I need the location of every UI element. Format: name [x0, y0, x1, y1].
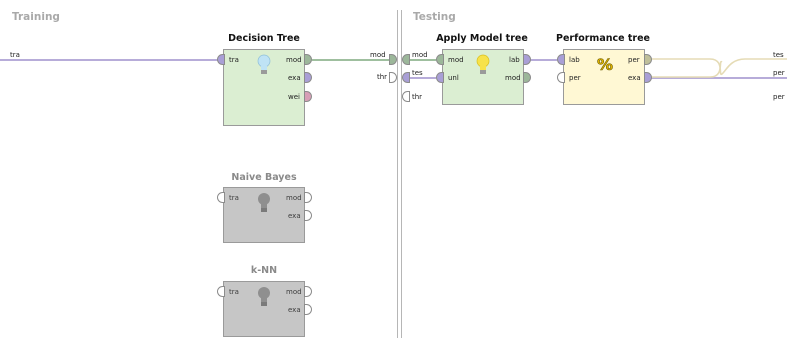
testing-input-mod-label: mod [412, 51, 428, 59]
testing-input-thr-label: thr [412, 93, 423, 101]
naive-bayes-title[interactable]: Naive Bayes [231, 172, 297, 183]
testing-input-tes-label: tes [412, 69, 423, 77]
svg-text:%: % [597, 55, 613, 74]
performance-operator[interactable]: % lab per per exa [563, 49, 645, 105]
performance-in-lab-port[interactable] [557, 54, 565, 65]
performance-title[interactable]: Performance tree [555, 33, 650, 44]
performance-out-per-label: per [628, 56, 640, 64]
performance-in-per-label: per [569, 74, 581, 82]
apply-model-out-lab-port[interactable] [523, 54, 531, 65]
apply-model-in-mod-port[interactable] [436, 54, 444, 65]
naive-bayes-in-tra-label: tra [229, 194, 239, 202]
naive-bayes-operator[interactable]: tra mod exa [223, 187, 305, 243]
knn-out-mod-port[interactable] [304, 286, 312, 297]
panel-divider-right[interactable] [401, 10, 402, 338]
naive-bayes-out-exa-label: exa [288, 212, 301, 220]
decision-tree-in-tra-port[interactable] [217, 54, 225, 65]
wire-training-to-decision-tree[interactable] [0, 59, 218, 61]
training-input-port-label: tra [10, 51, 20, 59]
wire-test-to-apply-model[interactable] [406, 77, 436, 79]
wire-labelled-to-performance[interactable] [530, 59, 557, 61]
apply-model-out-mod-label: mod [505, 74, 521, 82]
result-port-3-label: per [773, 93, 785, 101]
naive-bayes-in-tra-port[interactable] [217, 192, 225, 203]
apply-model-in-unl-label: unl [448, 74, 459, 82]
performance-in-per-port[interactable] [557, 72, 565, 83]
apply-model-out-lab-label: lab [509, 56, 520, 64]
knn-out-exa-label: exa [288, 306, 301, 314]
result-port-2-label: per [773, 69, 785, 77]
training-output-mod-port[interactable] [389, 54, 397, 65]
percent-icon: % [597, 55, 614, 74]
decision-tree-out-mod-label: mod [286, 56, 302, 64]
decision-tree-out-mod-port[interactable] [304, 54, 312, 65]
naive-bayes-out-exa-port[interactable] [304, 210, 312, 221]
training-output-mod-label: mod [370, 51, 386, 59]
knn-in-tra-port[interactable] [217, 286, 225, 297]
performance-in-lab-label: lab [569, 56, 580, 64]
training-panel-title: Training [12, 11, 60, 23]
apply-model-out-mod-port[interactable] [523, 72, 531, 83]
wire-model-to-apply-model[interactable] [406, 59, 436, 61]
naive-bayes-out-mod-label: mod [286, 194, 302, 202]
knn-title[interactable]: k-NN [250, 265, 278, 276]
decision-tree-out-wei-label: wei [288, 93, 300, 101]
testing-input-thr-port[interactable] [402, 91, 410, 102]
knn-operator[interactable]: tra mod exa [223, 281, 305, 337]
decision-tree-out-wei-port[interactable] [304, 91, 312, 102]
lightbulb-icon [258, 193, 270, 212]
naive-bayes-out-mod-port[interactable] [304, 192, 312, 203]
decision-tree-out-exa-port[interactable] [304, 72, 312, 83]
wire-model-to-output[interactable] [312, 59, 394, 61]
testing-input-tes-port[interactable] [402, 72, 410, 83]
apply-model-in-mod-label: mod [448, 56, 464, 64]
decision-tree-out-exa-label: exa [288, 74, 301, 82]
performance-out-exa-label: exa [628, 74, 641, 82]
lightbulb-icon [258, 287, 270, 306]
wire-performance-to-result[interactable] [650, 54, 787, 82]
apply-model-operator[interactable]: mod unl lab mod [442, 49, 524, 105]
lightbulb-icon [257, 54, 271, 74]
knn-in-tra-label: tra [229, 288, 239, 296]
panel-divider-left[interactable] [397, 10, 398, 338]
decision-tree-title[interactable]: Decision Tree [228, 33, 300, 44]
testing-input-mod-port[interactable] [402, 54, 410, 65]
training-output-thr-label: thr [377, 73, 388, 81]
training-output-thr-port[interactable] [389, 72, 397, 83]
decision-tree-in-tra-label: tra [229, 56, 239, 64]
result-port-1-label: tes [773, 51, 784, 59]
apply-model-in-unl-port[interactable] [436, 72, 444, 83]
wire-example-to-result[interactable] [651, 77, 787, 79]
decision-tree-operator[interactable]: tra mod exa wei [223, 49, 305, 126]
lightbulb-icon [476, 54, 490, 74]
knn-out-exa-port[interactable] [304, 304, 312, 315]
apply-model-title[interactable]: Apply Model tree [436, 33, 528, 44]
testing-panel-title: Testing [413, 11, 456, 23]
knn-out-mod-label: mod [286, 288, 302, 296]
performance-out-exa-port[interactable] [644, 72, 652, 83]
performance-out-per-port[interactable] [644, 54, 652, 65]
